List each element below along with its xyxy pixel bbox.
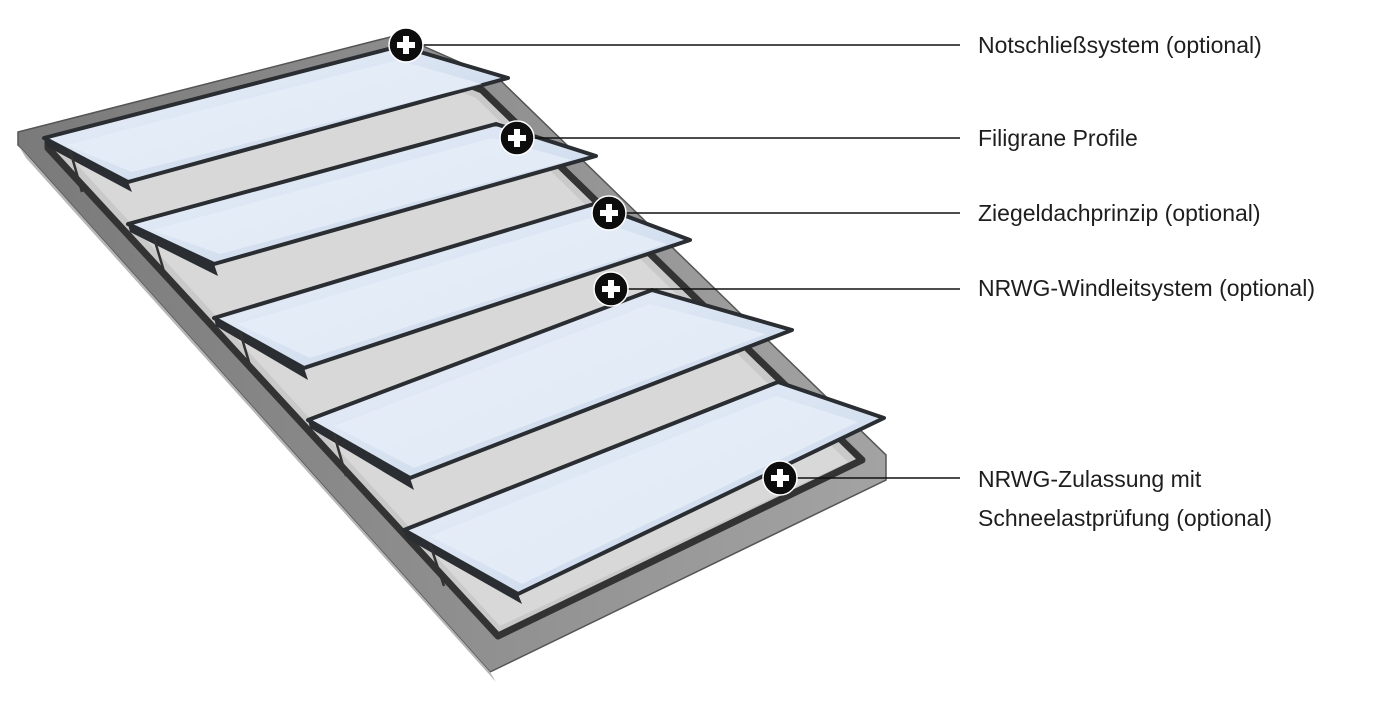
lamella-support-arm bbox=[428, 543, 446, 587]
callout-label-notschliesssystem[interactable]: Notschließsystem (optional) bbox=[978, 26, 1262, 65]
callout-text: Ziegeldachprinzip (optional) bbox=[978, 200, 1261, 226]
plus-marker-3[interactable] bbox=[591, 195, 627, 231]
lamella-inner-glass bbox=[152, 138, 572, 254]
frame-side-shade bbox=[18, 145, 496, 682]
callout-label-nrwg-zulassung[interactable]: NRWG-Zulassung mit Schneelastprüfung (op… bbox=[978, 460, 1272, 538]
lamella-edge-profile bbox=[128, 224, 218, 276]
lamella-2 bbox=[126, 122, 598, 279]
lamella-4 bbox=[306, 288, 794, 490]
lamella-edge-profile bbox=[404, 530, 522, 604]
lamella-support-arm bbox=[152, 237, 168, 279]
callout-text: Filigrane Profile bbox=[978, 125, 1138, 151]
lamella-support-arm bbox=[238, 331, 254, 373]
lamella-inner-glass bbox=[66, 60, 482, 172]
plus-marker-5[interactable] bbox=[762, 460, 798, 496]
plus-marker-4[interactable] bbox=[593, 271, 629, 307]
lamella-inner-glass bbox=[334, 304, 766, 468]
lamella-5 bbox=[402, 380, 886, 604]
callout-text: NRWG-Windleitsystem (optional) bbox=[978, 275, 1315, 301]
callout-label-ziegeldachprinzip[interactable]: Ziegeldachprinzip (optional) bbox=[978, 194, 1261, 233]
callout-label-filigrane-profile[interactable]: Filigrane Profile bbox=[978, 119, 1138, 158]
lamella-support-arm bbox=[332, 433, 348, 477]
plus-marker-1[interactable] bbox=[388, 27, 424, 63]
callout-label-nrwg-windleitsystem[interactable]: NRWG-Windleitsystem (optional) bbox=[978, 269, 1315, 308]
callout-text: Notschließsystem (optional) bbox=[978, 32, 1262, 58]
lamella-edge-profile bbox=[44, 138, 132, 192]
lamella-1 bbox=[42, 44, 510, 193]
lamella-edge-profile bbox=[214, 318, 308, 380]
lamella-group bbox=[42, 44, 886, 604]
lamella-3 bbox=[212, 202, 692, 380]
callout-text-line-2: Schneelastprüfung (optional) bbox=[978, 505, 1273, 531]
lamella-inner-glass bbox=[430, 396, 858, 584]
lamella-support-arm bbox=[68, 149, 84, 193]
plus-marker-2[interactable] bbox=[499, 120, 535, 156]
callout-text-line-1: NRWG-Zulassung mit bbox=[978, 466, 1202, 492]
lamella-inner-glass bbox=[238, 218, 666, 358]
leader-lines bbox=[406, 44, 960, 479]
